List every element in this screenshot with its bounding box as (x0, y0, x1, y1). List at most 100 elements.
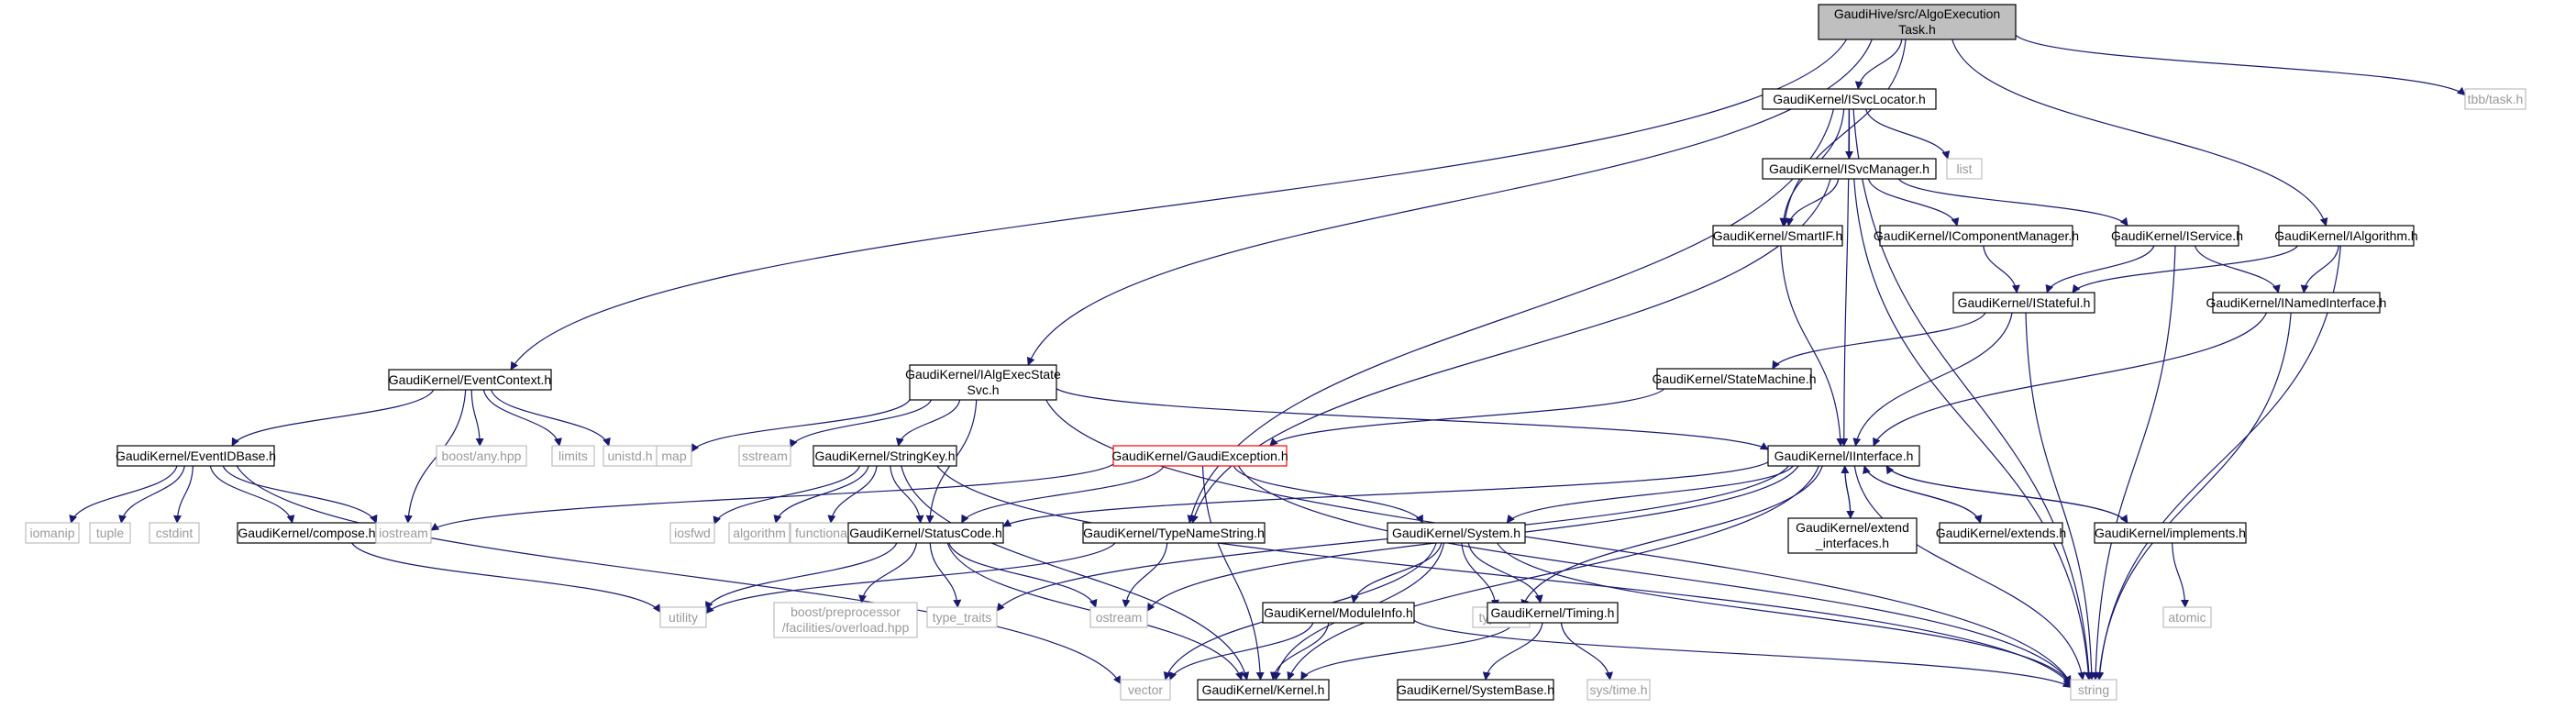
node-box (1787, 517, 1918, 554)
node-isvcmanager[interactable]: GaudiKernel/ISvcManager.h (1762, 158, 1937, 180)
edge-root-to-smartif (1781, 39, 1907, 227)
node-extendinterfaces[interactable]: GaudiKernel/extend_interfaces.h (1787, 517, 1918, 554)
node-box (1089, 606, 1148, 628)
node-label: GaudiKernel/Timing.h (1491, 605, 1615, 620)
node-ostream[interactable]: ostream (1089, 606, 1148, 628)
node-icomponentmanager[interactable]: GaudiKernel/IComponentManager.h (1874, 225, 2079, 247)
node-label: GaudiKernel/TypeNameString.h (1083, 526, 1265, 540)
node-label: utility (669, 610, 698, 625)
node-extends[interactable]: GaudiKernel/extends.h (1936, 522, 2066, 544)
node-box (1112, 445, 1288, 467)
node-tbbtask[interactable]: tbb/task.h (2464, 88, 2526, 110)
edge-stringkey-to-functional (827, 465, 878, 524)
node-functional[interactable]: functional (790, 522, 856, 544)
node-unistd[interactable]: unistd.h (603, 445, 658, 467)
edge-ialgexecstate-to-sstream (790, 399, 933, 449)
node-label: GaudiKernel/IAlgorithm.h (2274, 228, 2417, 243)
node-vector[interactable]: vector (1120, 679, 1171, 701)
node-iosfwd[interactable]: iosfwd (669, 522, 715, 544)
node-boostany[interactable]: boost/any.hpp (436, 445, 527, 467)
node-typetraits[interactable]: type_traits (926, 606, 998, 628)
node-label: type_traits (933, 610, 992, 625)
node-box (1762, 158, 1937, 180)
node-label: tuple (96, 526, 125, 540)
edge-eventidbase-to-cstdint (172, 465, 193, 524)
node-box (1656, 368, 1812, 390)
node-utility[interactable]: utility (659, 606, 707, 628)
edge-root-to-ialgexecstate (1026, 39, 1873, 366)
edge-moduleinfo-to-string (1413, 619, 2072, 688)
node-ialgorithm[interactable]: GaudiKernel/IAlgorithm.h (2274, 225, 2418, 247)
node-typenamestring[interactable]: GaudiKernel/TypeNameString.h (1082, 522, 1266, 544)
node-label: Task.h (1898, 22, 1935, 37)
edge-statuscode-to-utility (705, 542, 898, 611)
edge-iinterface-to-typeinfo (1520, 465, 1823, 608)
node-inamedinterface[interactable]: GaudiKernel/INamedInterface.h (2206, 292, 2387, 314)
edge-statuscode-to-ostream (948, 542, 1098, 608)
node-box (1767, 445, 1920, 467)
edge-moduleinfo-to-kernel (1269, 622, 1330, 681)
edge-ialgorithm-to-string (2095, 245, 2341, 681)
node-statuscode[interactable]: GaudiKernel/StatusCode.h (847, 522, 1004, 544)
node-box (926, 606, 998, 628)
node-statemachine[interactable]: GaudiKernel/StateMachine.h (1653, 368, 1817, 390)
node-box (847, 522, 1004, 544)
edge-timing-to-kernel (1300, 622, 1516, 681)
node-moduleinfo[interactable]: GaudiKernel/ModuleInfo.h (1262, 602, 1415, 624)
node-box (1952, 292, 2095, 314)
node-isvclocator[interactable]: GaudiKernel/ISvcLocator.h (1762, 88, 1937, 110)
node-limits[interactable]: limits (551, 445, 595, 467)
node-box (813, 445, 957, 467)
node-box (909, 364, 1057, 401)
node-label: vector (1128, 682, 1163, 697)
node-tuple[interactable]: tuple (89, 522, 131, 544)
node-systime[interactable]: sys/time.h (1587, 679, 1651, 701)
node-compose[interactable]: GaudiKernel/compose.h (237, 522, 377, 544)
edge-inamedinterface-to-string (2095, 312, 2292, 681)
node-label: GaudiKernel/implements.h (2095, 526, 2246, 540)
node-string[interactable]: string (2070, 679, 2117, 701)
node-label: GaudiHive/src/AlgoExecution (1834, 6, 2000, 21)
edge-inamedinterface-to-iinterface (1873, 312, 2268, 447)
node-label: GaudiKernel/ModuleInfo.h (1264, 605, 1413, 620)
node-label: boost/preprocessor (790, 604, 901, 619)
node-istateful[interactable]: GaudiKernel/IStateful.h (1952, 292, 2095, 314)
node-algorithm[interactable]: algorithm (728, 522, 790, 544)
node-iomanip[interactable]: iomanip (25, 522, 80, 544)
node-atomic[interactable]: atomic (2162, 606, 2212, 628)
node-cstdint[interactable]: cstdint (149, 522, 200, 544)
edge-root-to-ialgorithm (1951, 39, 2328, 227)
node-iservice[interactable]: GaudiKernel/IService.h (2111, 225, 2243, 247)
node-map[interactable]: map (656, 445, 692, 467)
node-box (2070, 679, 2117, 701)
node-box (738, 445, 791, 467)
node-eventidbase[interactable]: GaudiKernel/EventIDBase.h (116, 445, 276, 467)
node-label: GaudiKernel/INamedInterface.h (2206, 295, 2387, 310)
node-timing[interactable]: GaudiKernel/Timing.h (1487, 602, 1619, 624)
node-box (2162, 606, 2212, 628)
node-system[interactable]: GaudiKernel/System.h (1387, 522, 1526, 544)
node-boostpp[interactable]: boost/preprocessor/facilities/overload.h… (773, 602, 918, 638)
edge-smartif-to-iinterface (1780, 245, 1845, 447)
node-list[interactable]: list (1946, 158, 1983, 180)
node-box (1082, 522, 1266, 544)
node-smartif[interactable]: GaudiKernel/SmartIF.h (1712, 225, 1843, 247)
node-sstream[interactable]: sstream (738, 445, 791, 467)
node-implements[interactable]: GaudiKernel/implements.h (2094, 522, 2247, 544)
node-kernel[interactable]: GaudiKernel/Kernel.h (1197, 679, 1330, 701)
node-systembase[interactable]: GaudiKernel/SystemBase.h (1397, 679, 1554, 701)
edge-stringkey-to-statuscode (890, 465, 924, 524)
node-box (669, 522, 715, 544)
node-label: GaudiKernel/IService.h (2111, 228, 2243, 243)
node-label: Svc.h (967, 382, 999, 397)
node-gaudiexception[interactable]: GaudiKernel/GaudiException.h (1111, 445, 1288, 467)
node-box (551, 445, 595, 467)
node-box (728, 522, 790, 544)
node-eventcontext[interactable]: GaudiKernel/EventContext.h (388, 369, 552, 391)
node-iostream[interactable]: iostream (375, 522, 432, 544)
node-iinterface[interactable]: GaudiKernel/IInterface.h (1767, 445, 1920, 467)
node-stringkey[interactable]: GaudiKernel/StringKey.h (813, 445, 957, 467)
